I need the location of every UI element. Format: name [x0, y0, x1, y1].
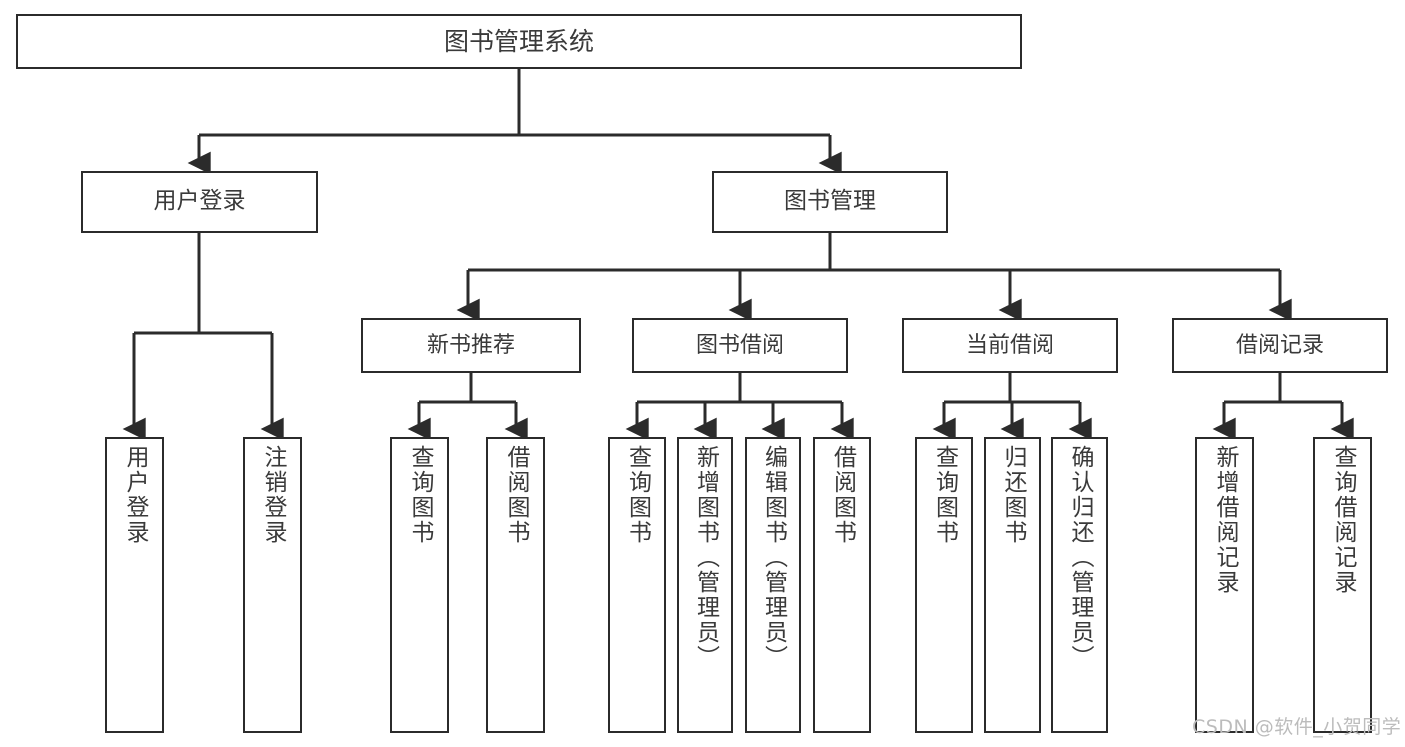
watermark-text: CSDN @软件_小贺同学	[1192, 716, 1402, 738]
node-borrow-record[interactable]: 借阅记录	[1172, 318, 1388, 373]
node-leaf-borrow-book-label: 借阅图书	[829, 445, 856, 545]
node-borrow-record-label: 借阅记录	[1235, 332, 1324, 358]
node-leaf-query-book-borrow[interactable]: 查询图书	[608, 437, 666, 733]
node-leaf-logout-label: 注销登录	[260, 445, 286, 545]
node-leaf-borrow-book[interactable]: 借阅图书	[813, 437, 871, 733]
node-leaf-return-book-label: 归还图书	[1000, 445, 1026, 545]
node-leaf-query-record[interactable]: 查询借阅记录	[1313, 437, 1372, 733]
node-leaf-query-record-label: 查询借阅记录	[1330, 445, 1356, 595]
node-user-login-label: 用户登录	[153, 188, 246, 215]
node-leaf-borrow-book-rec-label: 借阅图书	[503, 445, 529, 545]
node-book-manage[interactable]: 图书管理	[712, 171, 948, 233]
node-leaf-user-login-label: 用户登录	[122, 445, 148, 545]
node-leaf-add-record-label: 新增借阅记录	[1212, 445, 1238, 595]
node-user-login[interactable]: 用户登录	[81, 171, 318, 233]
node-leaf-query-book-rec-label: 查询图书	[407, 445, 433, 545]
node-leaf-query-book-cur-label: 查询图书	[931, 445, 958, 545]
node-leaf-return-book[interactable]: 归还图书	[984, 437, 1041, 733]
node-root-label: 图书管理系统	[443, 26, 594, 56]
node-new-book-rec[interactable]: 新书推荐	[361, 318, 581, 373]
node-leaf-edit-book-label: 编辑图书（管理员）	[760, 445, 787, 670]
node-leaf-confirm-return-label: 确认归还（管理员）	[1067, 445, 1093, 670]
node-root[interactable]: 图书管理系统	[16, 14, 1022, 69]
node-book-manage-label: 图书管理	[784, 188, 876, 215]
node-leaf-user-login[interactable]: 用户登录	[105, 437, 164, 733]
node-leaf-add-book[interactable]: 新增图书（管理员）	[677, 437, 733, 733]
node-leaf-logout[interactable]: 注销登录	[243, 437, 302, 733]
node-leaf-add-book-label: 新增图书（管理员）	[692, 445, 719, 670]
node-leaf-borrow-book-rec[interactable]: 借阅图书	[486, 437, 545, 733]
node-current-borrow-label: 当前借阅	[965, 332, 1054, 358]
node-leaf-confirm-return[interactable]: 确认归还（管理员）	[1051, 437, 1108, 733]
node-leaf-add-record[interactable]: 新增借阅记录	[1195, 437, 1254, 733]
node-leaf-edit-book[interactable]: 编辑图书（管理员）	[745, 437, 801, 733]
node-new-book-rec-label: 新书推荐	[426, 332, 515, 358]
node-current-borrow[interactable]: 当前借阅	[902, 318, 1118, 373]
node-book-borrow-label: 图书借阅	[695, 332, 784, 358]
node-leaf-query-book-rec[interactable]: 查询图书	[390, 437, 449, 733]
node-leaf-query-book-borrow-label: 查询图书	[624, 445, 651, 545]
node-leaf-query-book-cur[interactable]: 查询图书	[915, 437, 973, 733]
node-book-borrow[interactable]: 图书借阅	[632, 318, 848, 373]
